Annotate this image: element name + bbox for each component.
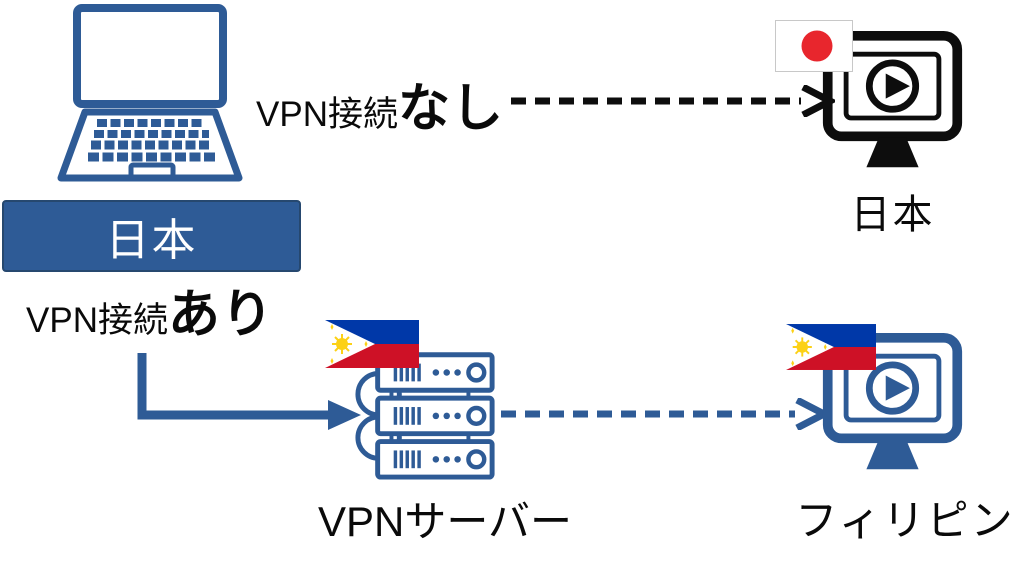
no-vpn-route-label: VPN接続 なし <box>256 66 504 141</box>
philippines-monitor-play-icon <box>822 332 963 470</box>
vpn-elbow-arrow <box>137 353 361 430</box>
no-vpn-dashed-arrow <box>511 85 835 117</box>
vpn-prefix: VPN接続 <box>26 301 168 340</box>
no-vpn-prefix: VPN接続 <box>256 95 398 134</box>
no-vpn-emphasis: なし <box>397 80 504 138</box>
laptop-icon <box>57 4 243 182</box>
vpn-emphasis: あり <box>167 286 274 344</box>
japan-flag-icon <box>775 20 853 72</box>
philippines-monitor-label: フィリピン <box>795 497 1015 544</box>
philippines-flag-icon <box>786 324 876 370</box>
client-country-label: 日本 <box>105 216 198 265</box>
client-country-box: 日本 <box>2 200 301 272</box>
vpn-server-label: VPNサーバー <box>318 498 572 545</box>
vpn-route-label: VPN接続 あり <box>26 272 274 347</box>
japan-monitor-play-icon <box>822 30 963 168</box>
philippines-flag-icon <box>325 320 419 368</box>
vpn-stream-dashed-arrow <box>501 398 830 430</box>
japan-monitor-label: 日本 <box>850 193 935 237</box>
